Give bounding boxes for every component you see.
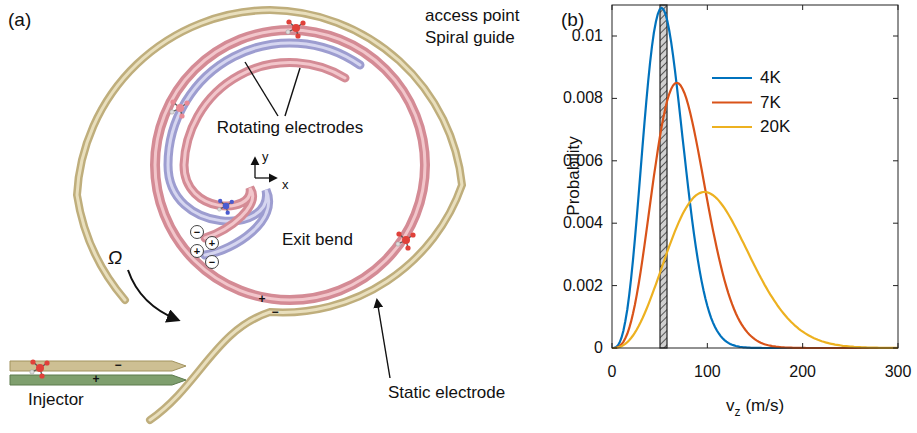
tick-mark	[897, 343, 898, 348]
text-label: Rotating electrodes	[217, 119, 363, 138]
tick-label: 0	[608, 363, 617, 381]
text-label: access point	[425, 7, 520, 26]
legend-line	[712, 77, 752, 79]
polarity-sign: +	[194, 245, 200, 257]
polarity-sign: −	[194, 226, 200, 238]
legend-line	[712, 126, 752, 128]
distribution-curve	[612, 8, 898, 348]
molecule-icon	[396, 231, 416, 250]
tick-label: 0.01	[572, 27, 603, 45]
polarity-sign: +	[92, 373, 99, 386]
tick-mark	[802, 343, 803, 348]
molecule-icon	[286, 19, 306, 38]
electrode-highlight	[168, 43, 360, 255]
text-label: Exit bend	[282, 231, 353, 250]
polarity-sign: +	[258, 293, 265, 306]
tick-label: 100	[694, 363, 721, 381]
text-label: (a)	[8, 10, 31, 31]
distribution-curve	[612, 192, 898, 348]
tick-mark	[612, 348, 617, 349]
tick-mark	[612, 5, 613, 10]
leader-lines	[245, 62, 390, 378]
polarity-sign: −	[114, 359, 121, 372]
tick-mark	[707, 5, 708, 10]
legend-label: 7K	[760, 93, 781, 112]
plot-frame	[612, 5, 898, 348]
electrode-tube	[155, 30, 425, 300]
axis-title: vz (m/s)	[726, 397, 784, 416]
text-label: Injector	[28, 391, 84, 410]
molecule-icon	[218, 199, 235, 215]
tick-label: 200	[789, 363, 816, 381]
text-label: Spiral guide	[425, 29, 515, 48]
tick-label: 0.006	[563, 152, 603, 170]
tick-mark	[897, 5, 898, 10]
axis-unit: (m/s)	[745, 396, 784, 415]
leader-line	[245, 62, 278, 116]
tick-mark	[893, 36, 898, 37]
rotation-arrow	[128, 270, 178, 320]
electrode-tube	[77, 10, 462, 420]
electrode-tube	[168, 43, 360, 255]
tick-mark	[612, 343, 613, 348]
axis-ticks	[612, 5, 898, 348]
rotating-electrodes	[168, 43, 360, 255]
polarity-sign: +	[209, 237, 215, 249]
rotating-ring	[155, 30, 425, 300]
electrode-highlight	[77, 10, 462, 420]
tick-label: 0	[594, 339, 603, 357]
sign-cap	[191, 226, 204, 239]
sign-cap	[206, 256, 219, 269]
tick-label: 0.002	[563, 277, 603, 295]
tick-mark	[893, 348, 898, 349]
legend-line	[712, 101, 752, 103]
tick-label: 0.008	[563, 90, 603, 108]
tick-mark	[893, 98, 898, 99]
sign-cap	[191, 245, 204, 258]
tick-mark	[612, 223, 617, 224]
text-label: Static electrode	[388, 384, 505, 403]
tick-mark	[612, 36, 617, 37]
legend-label: 4K	[760, 69, 781, 88]
x-axis-arrow	[255, 177, 276, 178]
tick-mark	[802, 5, 803, 10]
tick-mark	[707, 343, 708, 348]
sign-caps	[191, 226, 219, 269]
static-electrode	[77, 10, 462, 420]
tick-mark	[893, 160, 898, 161]
leader-line	[285, 68, 300, 116]
electrode-highlight	[184, 63, 345, 238]
electrode-highlight	[155, 30, 425, 300]
text-label: y	[262, 150, 269, 164]
leader-arrow	[377, 300, 390, 378]
y-axis-arrow	[254, 158, 255, 178]
legend-lines	[712, 78, 752, 127]
tick-mark	[612, 285, 617, 286]
text-label: Probability	[565, 136, 584, 215]
distribution-curve	[612, 83, 898, 348]
tick-mark	[893, 223, 898, 224]
tick-mark	[893, 285, 898, 286]
tick-label: 300	[885, 363, 912, 381]
text-label: x	[282, 178, 289, 192]
axis-symbol: v	[726, 396, 735, 415]
legend-label: 20K	[760, 118, 790, 137]
velocity-band	[660, 5, 667, 348]
distribution-curves	[612, 8, 898, 348]
tick-mark	[612, 160, 617, 161]
axis-subscript: z	[734, 405, 740, 419]
tick-label: 0.004	[563, 214, 603, 232]
electrode-tube	[184, 63, 345, 238]
tick-mark	[612, 98, 617, 99]
text-label: Ω	[108, 248, 122, 269]
polarity-sign: −	[271, 306, 278, 319]
polarity-sign: −	[209, 256, 215, 268]
molecule-icon	[30, 359, 50, 378]
sign-cap	[206, 237, 219, 250]
molecule-icon	[170, 99, 190, 118]
